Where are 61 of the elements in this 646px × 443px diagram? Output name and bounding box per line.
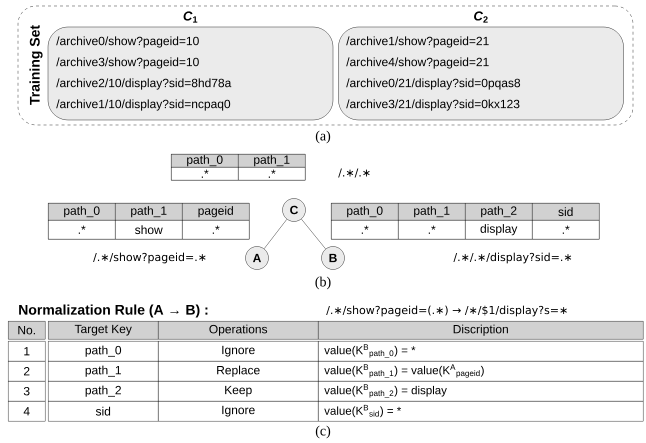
table-cell: Keep [158, 381, 318, 402]
node-label: path_0 [187, 155, 223, 166]
node-label: display [480, 224, 518, 236]
key-table: path_0 path_1 path_2 sid .* .* display .* [331, 203, 600, 240]
panel-caption: (b) [315, 276, 331, 290]
table-cell: Replace [158, 361, 318, 382]
node-label: .* [212, 226, 220, 234]
table-cell: Ignore [158, 401, 318, 422]
url-text: /archive0/show?pageid=10 [56, 36, 199, 48]
table-cell: No. [8, 321, 46, 340]
pattern-text: /.∗/.∗/display?sid=.∗ [453, 252, 572, 264]
node-label: path_1 [131, 206, 166, 218]
url-text: /archive4/show?pageid=21 [346, 57, 489, 69]
cluster-heading: C$_{1}$ [184, 11, 198, 23]
url-text: /archive1/show?pageid=21 [346, 36, 489, 48]
node-label: sid [558, 207, 573, 216]
table-cell: 1 [8, 341, 46, 362]
node-label: .* [362, 226, 369, 234]
node-label: path_1 [254, 155, 290, 166]
tree-edge [264, 219, 288, 249]
table-cell: 3 [8, 381, 46, 402]
url-text: /archive2/10/display?sid=8hd78a [56, 78, 232, 90]
node-label: path_0 [347, 206, 383, 218]
node-label: .* [268, 170, 276, 178]
table-cell: path_1 [48, 361, 158, 382]
node-label: .* [428, 226, 436, 234]
node-label: .* [78, 226, 86, 234]
table-cell: value(K$^{B}$$_{path_1}$) = value(K$^{A}$$_{pageid}$) [318, 361, 644, 382]
table-cell: Target Key [48, 321, 158, 340]
table-cell: value(K$^{B}$$_{path_0}$) = * [318, 341, 644, 362]
rule-pattern: /.∗/show?pageid=(.∗) → /∗/$1/display?s=∗ [326, 306, 567, 316]
node-label: path_0 [64, 206, 100, 218]
panel-caption: (c) [316, 426, 330, 438]
url-text: /archive3/21/display?sid=0kx123 [346, 99, 520, 111]
key-table: path_0 path_1 .* .* [171, 154, 306, 180]
table-cell: sid [48, 401, 158, 422]
table-cell: path_0 [48, 341, 158, 362]
url-text: /archive1/10/display?sid=ncpaq0 [56, 99, 230, 111]
table-cell: path_2 [48, 381, 158, 402]
table-cell: Operations [158, 321, 318, 340]
group-heading: Training Set [29, 25, 43, 105]
table-cell: value(K$^{B}$$_{sid}$) = * [318, 401, 644, 422]
table-cell: value(K$^{B}$$_{path_2}$) = display [318, 381, 644, 402]
table-cell: 2 [8, 361, 46, 382]
rule-heading: Normalization Rule (A → B) : [19, 304, 208, 318]
pattern-text: /.∗/show?pageid=.∗ [93, 252, 206, 264]
key-table: path_0 path_1 pageid .* show .* [48, 203, 250, 240]
tree-edge [301, 218, 326, 250]
node-label: .* [202, 170, 209, 178]
node-label: pageid [198, 206, 233, 218]
node-label: path_1 [414, 206, 450, 218]
node-label: .* [562, 226, 570, 234]
panel-caption: (a) [316, 130, 330, 144]
url-text: /archive0/21/display?sid=0pqas8 [346, 78, 520, 90]
table-cell: 4 [8, 401, 46, 422]
url-text: /archive3/show?pageid=10 [56, 57, 199, 69]
cluster-heading: C$_{2}$ [474, 11, 488, 23]
node-label: show [135, 225, 163, 234]
pattern-text: /.∗/.∗ [338, 168, 370, 178]
node-label: path_2 [481, 206, 516, 218]
table-cell: Ignore [158, 341, 318, 362]
